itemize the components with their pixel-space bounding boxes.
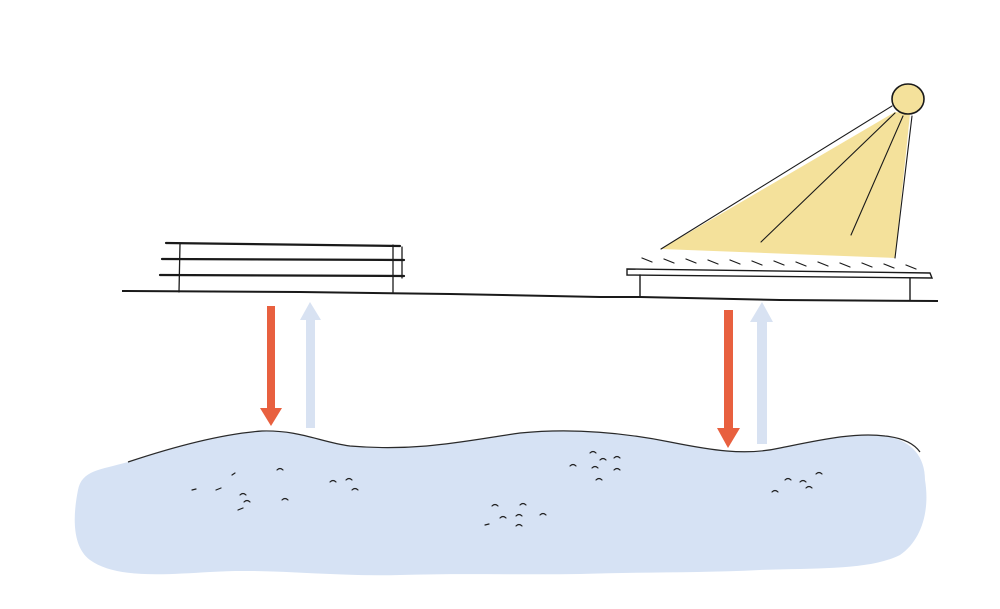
bench-icon bbox=[158, 241, 406, 293]
lamp-canopy-icon bbox=[626, 257, 934, 301]
lamp-icon bbox=[891, 83, 925, 115]
arrow-right-down bbox=[717, 310, 740, 448]
arrow-left-up bbox=[300, 302, 321, 428]
water-ripples bbox=[191, 450, 823, 527]
arrow-right-up bbox=[750, 302, 773, 444]
water-body bbox=[74, 430, 927, 576]
light-beam bbox=[661, 112, 910, 258]
arrow-left-down bbox=[260, 306, 282, 426]
light-beam-outline bbox=[660, 105, 913, 259]
ground-line bbox=[121, 290, 939, 302]
water-surface-line bbox=[127, 430, 921, 463]
